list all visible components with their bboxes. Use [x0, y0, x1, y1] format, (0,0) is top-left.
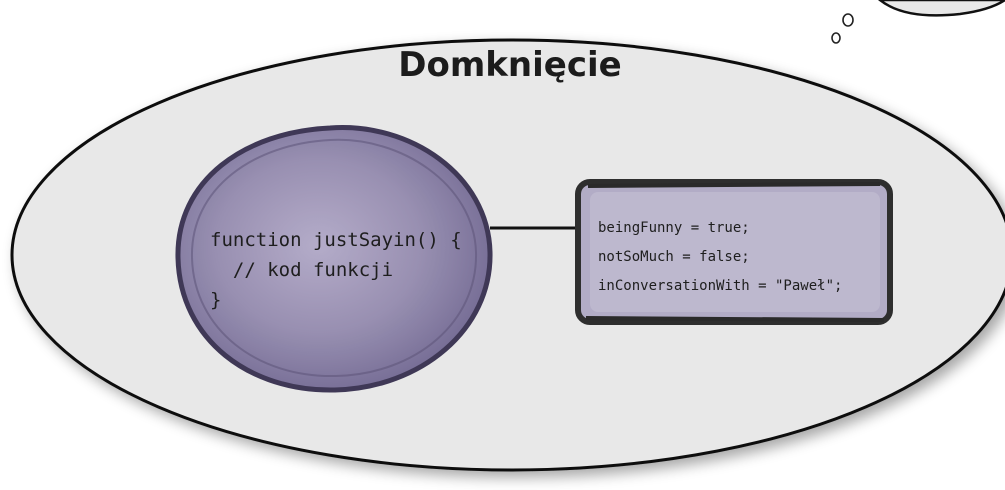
function-code-line-1: function justSayin() {	[210, 229, 462, 251]
environment-line-3: inConversationWith = "Paweł";	[598, 278, 842, 294]
environment-box	[575, 179, 893, 325]
environment-line-1: beingFunny = true;	[598, 220, 750, 236]
thought-cloud-fragment	[877, 0, 1005, 17]
diagram-title: Domknięcie	[398, 45, 621, 85]
environment-line-2: notSoMuch = false;	[598, 249, 750, 265]
function-blob	[175, 125, 493, 393]
function-code-line-2: // kod funkcji	[210, 259, 393, 281]
thought-trail-circle-small	[831, 32, 841, 44]
thought-trail-circle-large	[842, 13, 854, 27]
function-code-line-3: }	[210, 289, 221, 311]
